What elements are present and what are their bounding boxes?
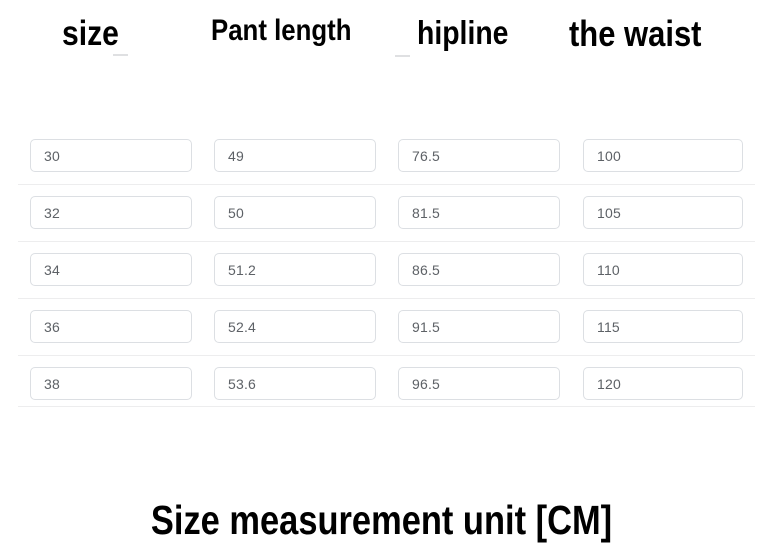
cell-value: 76.5 bbox=[412, 147, 441, 164]
the-waist-input-row-3[interactable]: 110 bbox=[583, 253, 743, 286]
column-header-the-waist: the waist bbox=[569, 13, 702, 54]
cell-value: 81.5 bbox=[412, 204, 441, 221]
size-chart-table: 30 49 76.5 100 32 50 81.5 105 34 bbox=[0, 128, 764, 413]
size-input-row-1[interactable]: 30 bbox=[30, 139, 192, 172]
row-divider bbox=[18, 241, 755, 242]
cell-value: 32 bbox=[44, 204, 60, 221]
cell-value: 51.2 bbox=[228, 261, 257, 278]
size-input-row-3[interactable]: 34 bbox=[30, 253, 192, 286]
row-divider bbox=[18, 355, 755, 356]
table-row: 30 49 76.5 100 bbox=[0, 128, 764, 185]
cell-value: 52.4 bbox=[228, 318, 257, 335]
cell-value: 36 bbox=[44, 318, 60, 335]
cell-value: 96.5 bbox=[412, 375, 441, 392]
column-header-hipline: hipline bbox=[417, 14, 509, 51]
the-waist-input-row-4[interactable]: 115 bbox=[583, 310, 743, 343]
row-divider bbox=[18, 406, 755, 407]
cell-value: 91.5 bbox=[412, 318, 441, 335]
pant-length-input-row-2[interactable]: 50 bbox=[214, 196, 376, 229]
the-waist-input-row-2[interactable]: 105 bbox=[583, 196, 743, 229]
hipline-input-row-1[interactable]: 76.5 bbox=[398, 139, 560, 172]
cell-value: 110 bbox=[597, 261, 620, 278]
hipline-input-row-2[interactable]: 81.5 bbox=[398, 196, 560, 229]
row-divider bbox=[18, 184, 755, 185]
header-underscore-artifact-left bbox=[113, 54, 128, 56]
pant-length-input-row-4[interactable]: 52.4 bbox=[214, 310, 376, 343]
cell-value: 53.6 bbox=[228, 375, 257, 392]
size-input-row-5[interactable]: 38 bbox=[30, 367, 192, 400]
size-input-row-4[interactable]: 36 bbox=[30, 310, 192, 343]
cell-value: 115 bbox=[597, 318, 620, 335]
the-waist-input-row-5[interactable]: 120 bbox=[583, 367, 743, 400]
hipline-input-row-4[interactable]: 91.5 bbox=[398, 310, 560, 343]
cell-value: 38 bbox=[44, 375, 60, 392]
table-row: 38 53.6 96.5 120 bbox=[0, 356, 764, 413]
hipline-input-row-3[interactable]: 86.5 bbox=[398, 253, 560, 286]
pant-length-input-row-5[interactable]: 53.6 bbox=[214, 367, 376, 400]
pant-length-input-row-3[interactable]: 51.2 bbox=[214, 253, 376, 286]
the-waist-input-row-1[interactable]: 100 bbox=[583, 139, 743, 172]
table-row: 36 52.4 91.5 115 bbox=[0, 299, 764, 356]
size-unit-caption-text: Size measurement unit [CM] bbox=[151, 497, 613, 543]
table-row: 32 50 81.5 105 bbox=[0, 185, 764, 242]
cell-value: 105 bbox=[597, 204, 621, 221]
column-header-pant-length: Pant length bbox=[211, 14, 352, 47]
table-row: 34 51.2 86.5 110 bbox=[0, 242, 764, 299]
cell-value: 34 bbox=[44, 261, 60, 278]
hipline-input-row-5[interactable]: 96.5 bbox=[398, 367, 560, 400]
size-unit-caption: Size measurement unit [CM] bbox=[0, 497, 764, 543]
size-input-row-2[interactable]: 32 bbox=[30, 196, 192, 229]
cell-value: 86.5 bbox=[412, 261, 441, 278]
cell-value: 100 bbox=[597, 147, 621, 164]
cell-value: 30 bbox=[44, 147, 60, 164]
pant-length-input-row-1[interactable]: 49 bbox=[214, 139, 376, 172]
row-divider bbox=[18, 298, 755, 299]
cell-value: 50 bbox=[228, 204, 244, 221]
cell-value: 49 bbox=[228, 147, 244, 164]
column-header-size: size bbox=[62, 14, 119, 53]
table-header-row: size Pant length hipline the waist bbox=[0, 0, 764, 96]
cell-value: 120 bbox=[597, 375, 621, 392]
header-underscore-artifact-right bbox=[395, 55, 410, 57]
